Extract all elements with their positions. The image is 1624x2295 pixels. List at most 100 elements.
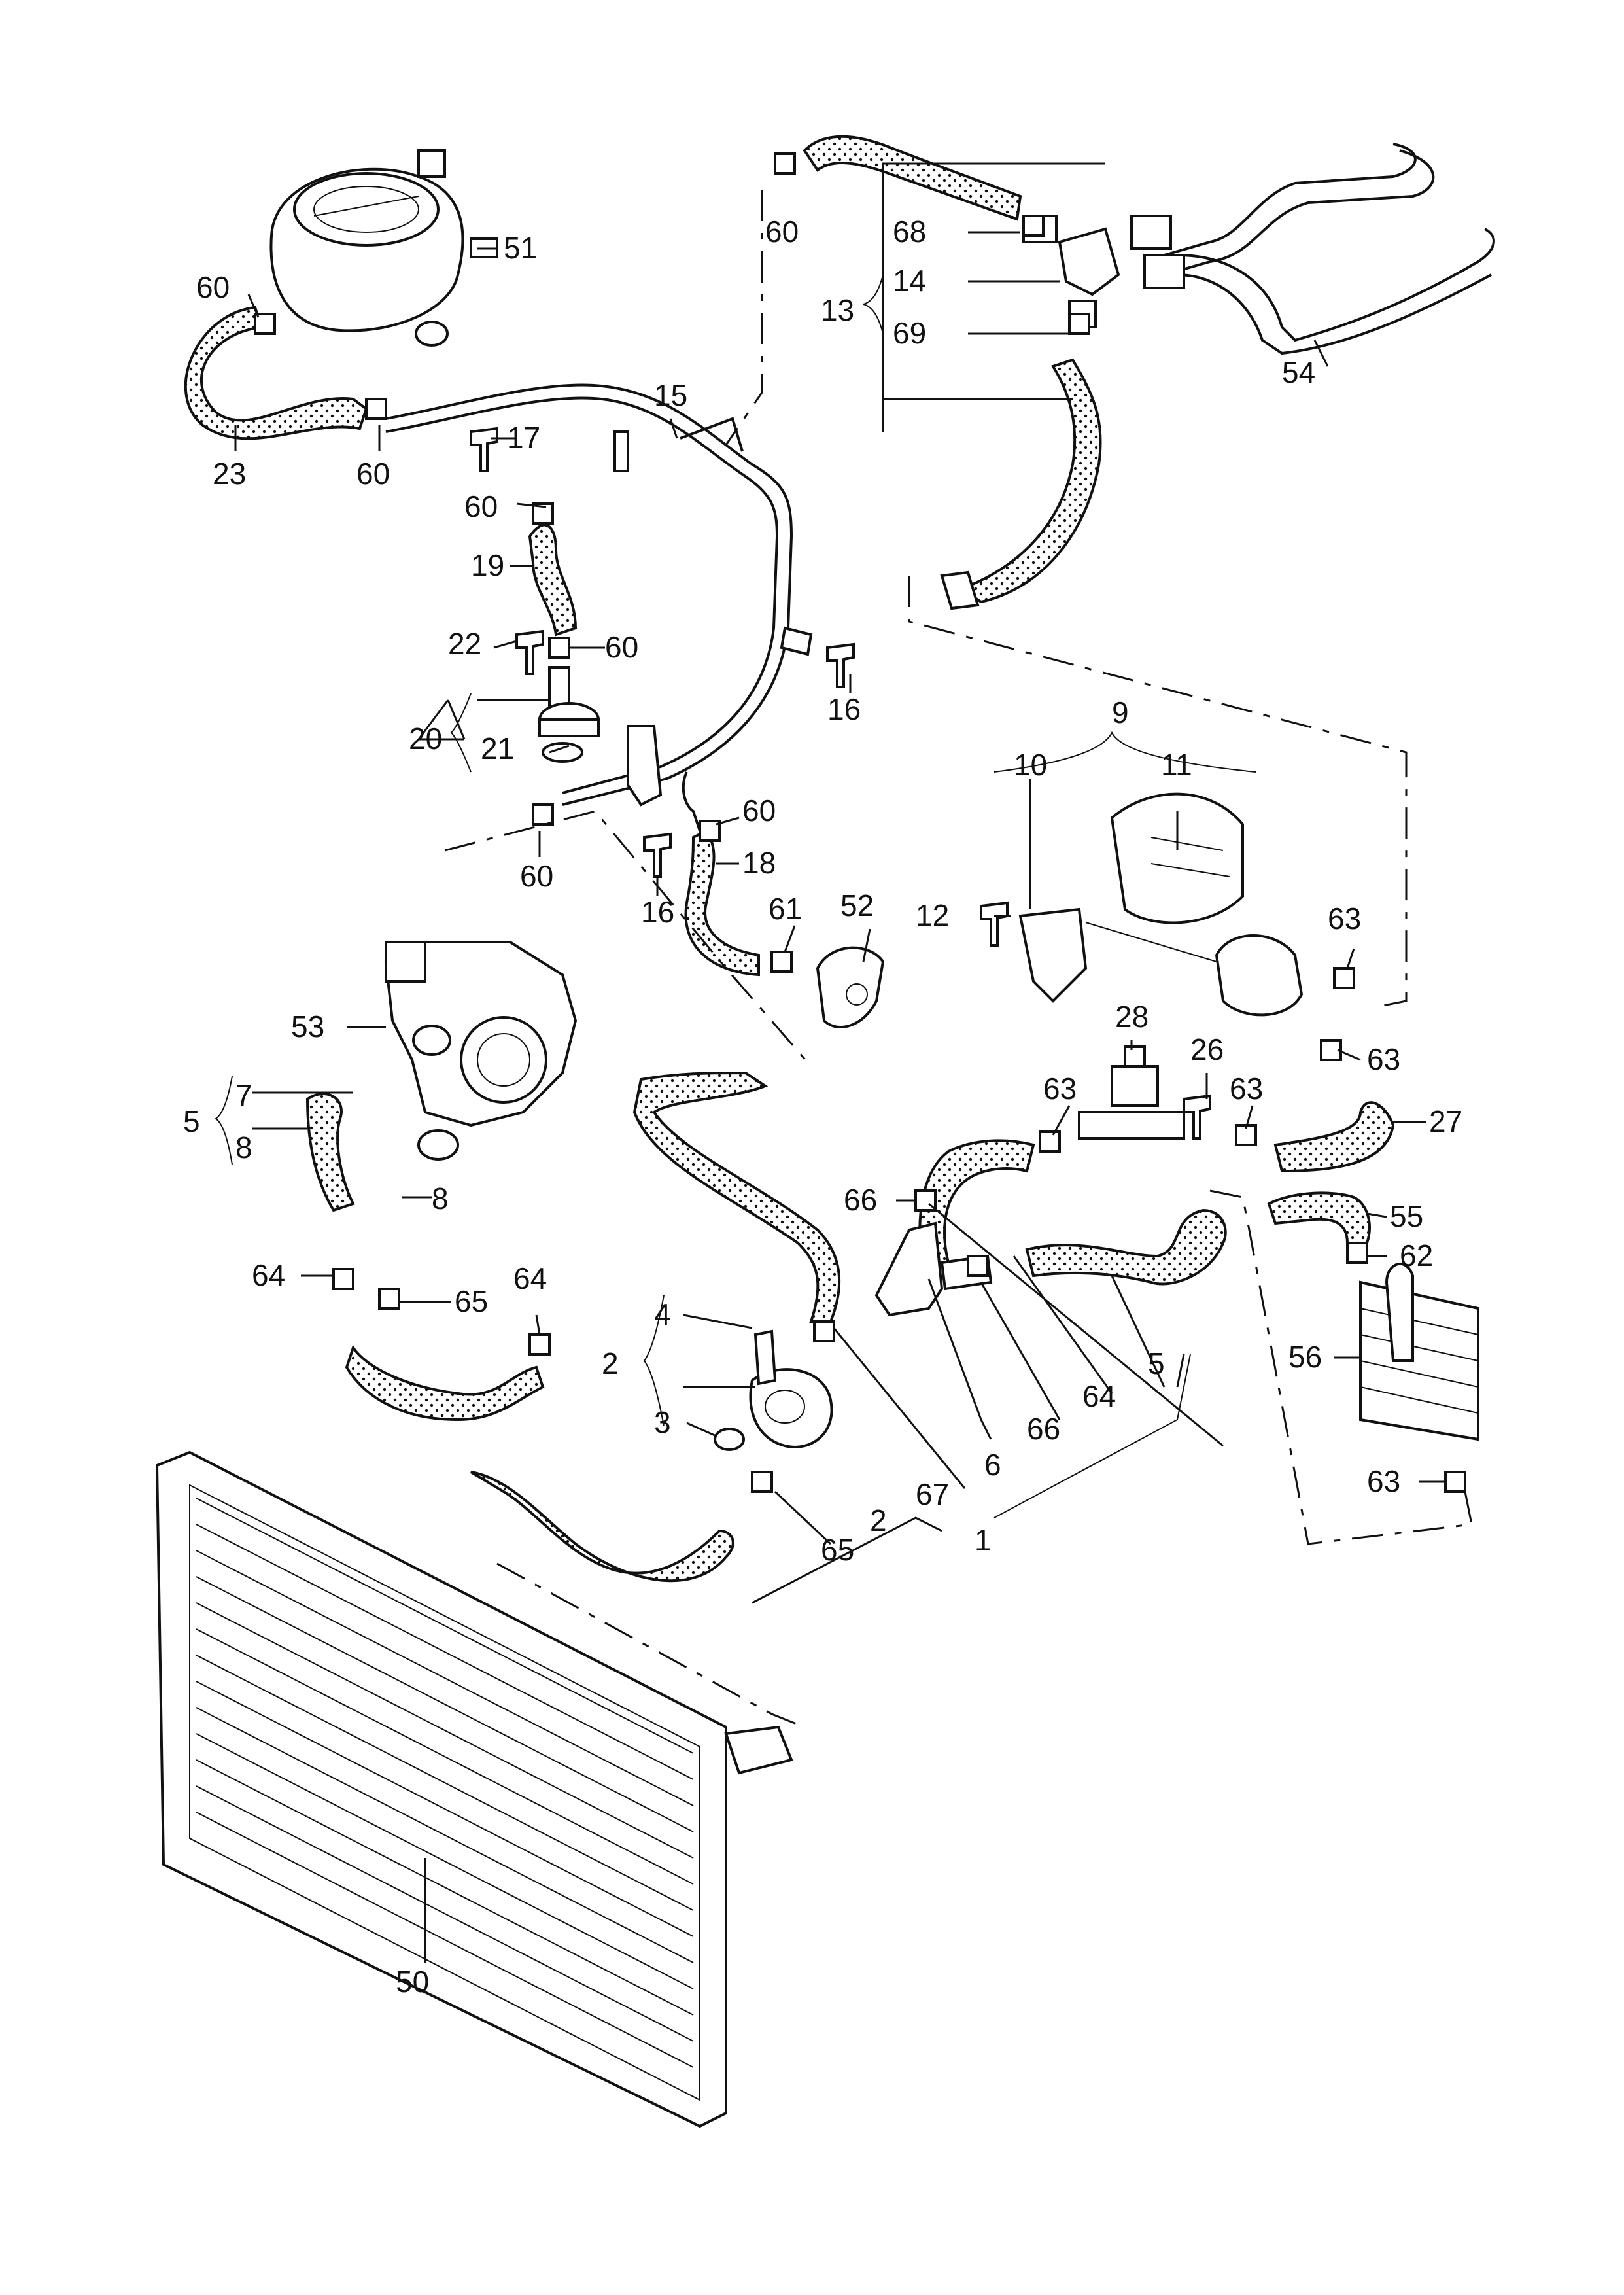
connector-2 <box>714 1329 833 1451</box>
brace-13 <box>863 274 884 334</box>
hose-23 <box>184 306 368 440</box>
auxiliary-pump-9 <box>1018 792 1304 1017</box>
callout-52: 52 <box>840 888 874 922</box>
callout-60-hose-23: 60 <box>356 457 390 491</box>
brace-2 <box>643 1295 665 1427</box>
expansion-tank <box>269 149 498 347</box>
callout-27: 27 <box>1429 1104 1462 1138</box>
clamp-60-lower <box>532 803 554 826</box>
callout-50: 50 <box>396 1965 429 1999</box>
callout-63-valve-right: 63 <box>1230 1072 1263 1106</box>
callout-18: 18 <box>742 846 776 880</box>
callout-54: 54 <box>1282 355 1315 389</box>
callout-53: 53 <box>291 1009 324 1043</box>
clamp-67 <box>813 1320 835 1342</box>
clamp-63-cooler <box>1444 1471 1466 1493</box>
hose-64-right <box>1025 1208 1227 1286</box>
clamp-64-middle <box>528 1333 551 1356</box>
bolt-17 <box>470 427 498 472</box>
hose-18 <box>684 829 760 977</box>
callout-8: 8 <box>432 1182 449 1216</box>
hose-66 <box>918 1139 1035 1264</box>
brace-1 <box>993 1354 1191 1518</box>
group-braces <box>215 274 1256 1518</box>
callout-60-fitting: 60 <box>605 630 638 664</box>
callout-60-top: 60 <box>765 215 799 249</box>
callout-66-right: 66 <box>1027 1412 1060 1446</box>
callout-60-hose-19: 60 <box>464 489 498 523</box>
callout-16-upper: 16 <box>827 692 861 726</box>
callout-13: 13 <box>821 293 854 327</box>
bolts <box>470 427 1211 1140</box>
hose-clamps <box>254 152 1466 1493</box>
clamp-60-top <box>774 152 796 175</box>
callout-12: 12 <box>916 898 949 932</box>
radiator-50 <box>155 1450 793 2128</box>
brace-9 <box>993 731 1256 773</box>
hose-55 <box>1267 1191 1371 1244</box>
callout-65-left: 65 <box>455 1284 488 1318</box>
callout-5: 5 <box>183 1104 200 1138</box>
callout-26: 26 <box>1190 1032 1224 1066</box>
callout-51: 51 <box>504 231 537 265</box>
callout-11: 11 <box>1161 748 1192 782</box>
assembly-boundaries <box>444 190 1473 1728</box>
clamp-65-left <box>378 1288 400 1310</box>
callout-63-pump: 63 <box>1328 902 1361 936</box>
callout-63-valve: 63 <box>1043 1072 1077 1106</box>
callout-64-right: 64 <box>1082 1379 1116 1413</box>
clamp-64-right <box>967 1255 989 1277</box>
callout-63-hose-27: 63 <box>1367 1042 1400 1076</box>
callout-55: 55 <box>1390 1199 1423 1233</box>
brace-5 <box>215 1076 233 1165</box>
oil-cooler-56 <box>1359 1262 1479 1441</box>
clamp-63-pump <box>1333 967 1355 989</box>
callout-9: 9 <box>1112 695 1129 729</box>
clamp-62 <box>1346 1242 1368 1264</box>
callout-2-lower: 2 <box>870 1503 887 1537</box>
clamp-69 <box>1068 313 1090 335</box>
callout-61: 61 <box>769 892 802 926</box>
bolt-16-lower <box>643 832 672 878</box>
clamp-61 <box>770 951 793 973</box>
callout-23: 23 <box>213 457 246 491</box>
callout-14: 14 <box>893 264 926 298</box>
callout-65-lower: 65 <box>821 1533 854 1567</box>
clamp-60-fitting-20 <box>548 637 570 659</box>
bolt-26 <box>1183 1094 1211 1140</box>
callout-3: 3 <box>654 1405 671 1439</box>
callout-69: 69 <box>893 316 926 350</box>
hose-19 <box>528 523 578 637</box>
callout-21: 21 <box>481 731 514 765</box>
callout-6: 6 <box>984 1448 1001 1482</box>
callout-10: 10 <box>1014 748 1047 782</box>
bolt-22 <box>515 629 544 675</box>
callout-17: 17 <box>507 421 540 455</box>
callout-68: 68 <box>893 215 926 249</box>
hose-13 <box>803 135 1102 610</box>
callout-63-cooler: 63 <box>1367 1464 1400 1498</box>
callout-1: 1 <box>975 1523 992 1557</box>
callout-22: 22 <box>448 627 481 661</box>
clamp-63-valve <box>1039 1130 1061 1153</box>
clamp-68 <box>1022 215 1045 237</box>
coolant-lines-54 <box>1130 143 1495 355</box>
callout-4: 4 <box>654 1297 671 1331</box>
leader-lines <box>234 162 1445 1963</box>
valve-28 <box>1078 1045 1185 1140</box>
fitting-20 <box>538 666 600 763</box>
callout-19: 19 <box>471 548 504 582</box>
clamp-65-lower <box>751 1471 773 1493</box>
clamp-60-hose-23 <box>365 398 387 420</box>
callout-64-left: 64 <box>252 1258 285 1292</box>
callout-2: 2 <box>602 1346 619 1380</box>
hose-5 <box>305 1092 734 1583</box>
callout-7: 7 <box>235 1078 252 1112</box>
callout-labels: 1 2 2 3 4 5 5 6 7 8 8 9 10 11 12 13 14 1… <box>183 215 1462 1999</box>
callout-20: 20 <box>409 722 442 756</box>
callout-67: 67 <box>916 1477 949 1511</box>
callout-8-brace: 8 <box>235 1130 252 1165</box>
coolant-pipe-15 <box>385 383 813 832</box>
callout-60-hose-18: 60 <box>742 794 776 828</box>
